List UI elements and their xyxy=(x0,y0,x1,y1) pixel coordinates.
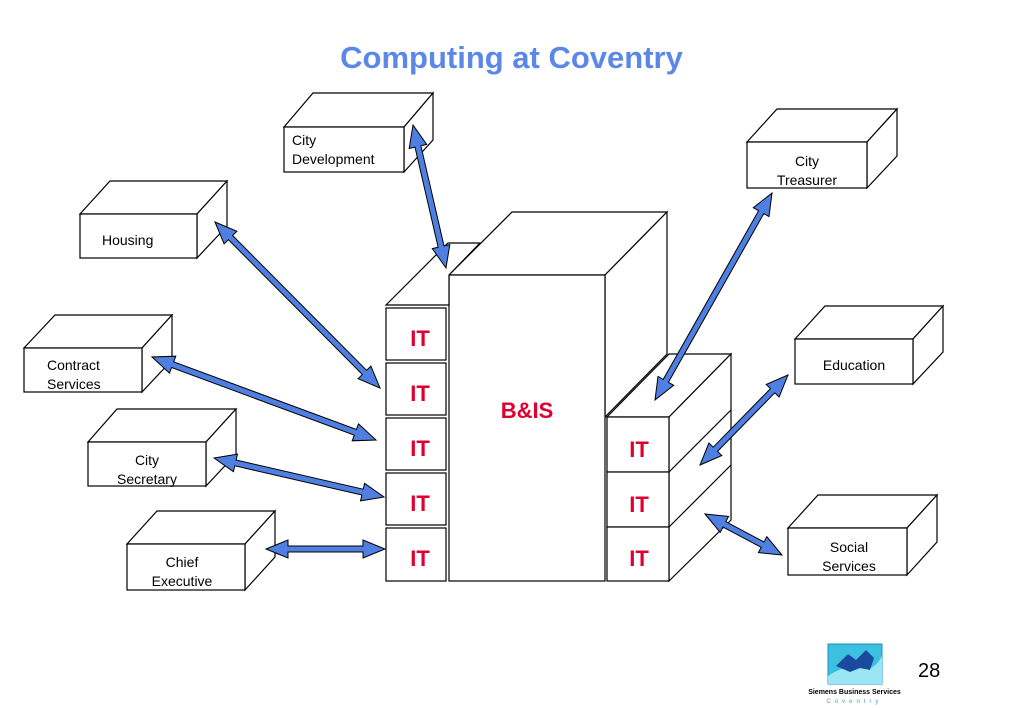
page-title: Computing at Coventry xyxy=(340,40,683,75)
left-it-stack: IT IT IT IT IT xyxy=(384,242,482,582)
box-city-treasurer: City Treasurer xyxy=(745,107,899,190)
bis-tower: B&IS xyxy=(447,210,669,582)
logo-sub: Coventry xyxy=(826,699,883,705)
it-label-right-1: IT xyxy=(629,437,649,462)
box-city-secretary: City Secretary xyxy=(86,407,238,488)
box-chief-executive: Chief Executive xyxy=(125,509,277,592)
box-social-services: Social Services xyxy=(786,493,939,577)
city-development-label-1: City xyxy=(292,132,316,148)
logo-caption: Siemens Business Services xyxy=(808,689,901,696)
it-label-left-4: IT xyxy=(410,491,430,516)
arrow-chief-executive xyxy=(264,539,387,559)
it-label-left-3: IT xyxy=(410,436,430,461)
housing-label: Housing xyxy=(102,232,153,248)
contract-services-label-1: Contract xyxy=(47,357,100,373)
arrow-social-services xyxy=(703,513,784,556)
bis-label: B&IS xyxy=(501,398,554,423)
box-contract-services: Contract Services xyxy=(22,313,174,394)
social-services-label-2: Services xyxy=(822,558,876,574)
connector-arrows xyxy=(150,123,789,559)
arrow-city-secretary xyxy=(212,453,386,502)
it-label-right-3: IT xyxy=(629,546,649,571)
box-city-development: City Development xyxy=(282,91,435,174)
box-housing: Housing xyxy=(78,179,229,260)
city-treasurer-label-2: Treasurer xyxy=(777,172,838,188)
it-label-right-2: IT xyxy=(629,492,649,517)
arrow-contract-services xyxy=(150,355,378,442)
contract-services-label-2: Services xyxy=(47,376,101,392)
page-number: 28 xyxy=(918,660,941,682)
arrow-city-treasurer xyxy=(654,191,773,402)
education-label: Education xyxy=(823,357,885,373)
siemens-logo xyxy=(827,643,883,685)
arrow-education xyxy=(699,374,789,466)
social-services-label-1: Social xyxy=(830,539,868,555)
city-development-label-2: Development xyxy=(292,151,375,167)
box-education: Education xyxy=(793,304,945,386)
it-label-left-5: IT xyxy=(410,546,430,571)
chief-executive-label-1: Chief xyxy=(166,554,199,570)
arrow-housing xyxy=(214,221,381,389)
arrow-city-development xyxy=(408,123,451,270)
city-secretary-label-2: Secretary xyxy=(117,471,177,487)
city-secretary-label-1: City xyxy=(135,452,159,468)
it-label-left-2: IT xyxy=(410,381,430,406)
chief-executive-label-2: Executive xyxy=(152,573,213,589)
it-label-left-1: IT xyxy=(410,326,430,351)
city-treasurer-label-1: City xyxy=(795,153,819,169)
